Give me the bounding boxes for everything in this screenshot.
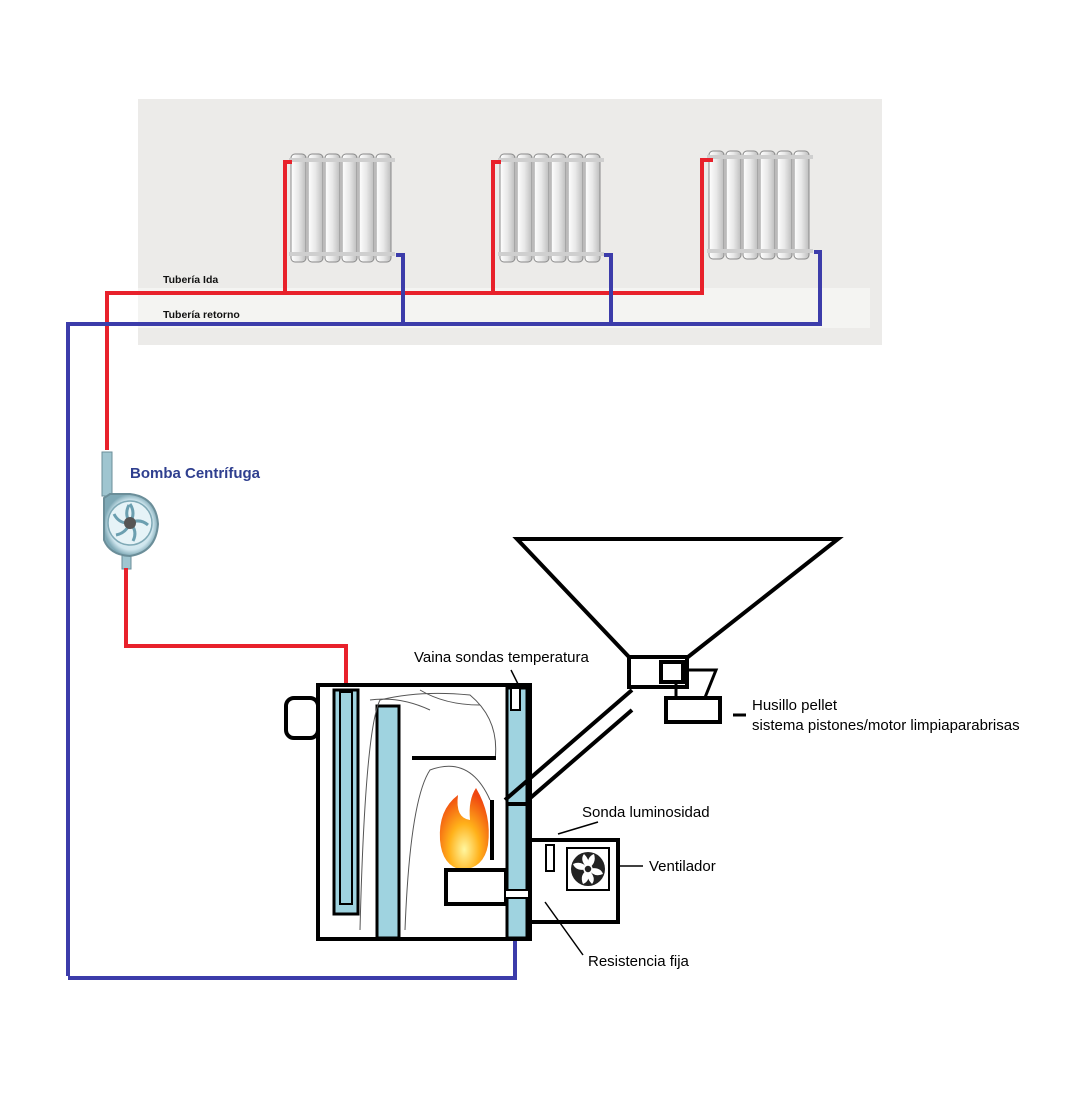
boiler-return-pipe: [68, 925, 517, 980]
radiator-fin: [375, 153, 392, 263]
radiator-manifold-bottom: [707, 249, 813, 253]
pump-to-boiler-supply-pipe: [124, 568, 348, 690]
radiator-manifold-top: [707, 155, 813, 159]
supply-riser-2: [491, 160, 501, 293]
radiator-icon: [707, 150, 813, 260]
pump-label: Bomba Centrífuga: [130, 465, 261, 482]
house-heating-panel: Tubería Ida Tubería retorno: [66, 99, 882, 976]
radiator-icon: [498, 153, 604, 263]
radiator-fin: [533, 153, 550, 263]
radiator-manifold-top: [289, 158, 395, 162]
radiator-fin: [324, 153, 341, 263]
water-jacket-middle: [375, 704, 401, 940]
radiator-manifold-bottom: [498, 252, 604, 256]
supply-pipe-label: Tubería Ida: [163, 274, 218, 286]
fan-label: Ventilador: [649, 858, 716, 875]
radiator-fin: [584, 153, 601, 263]
wiper-motor: [664, 696, 722, 724]
supply-riser-1: [283, 160, 292, 293]
light-sensor-leader-line: [557, 821, 599, 835]
radiator-manifold-top: [498, 158, 604, 162]
radiator-fin: [708, 150, 725, 260]
radiator-fin: [550, 153, 567, 263]
fan-icon: [566, 847, 610, 891]
heater-label: Resistencia fija: [588, 953, 690, 970]
return-riser-1: [396, 253, 405, 324]
radiator-fin: [776, 150, 793, 260]
return-pipe-label: Tubería retorno: [163, 309, 240, 321]
smoke-path-sketch: [359, 689, 497, 931]
flame-icon: [439, 788, 489, 870]
heater-leader-line: [544, 901, 584, 956]
radiator-fin: [759, 150, 776, 260]
boiler-side-door: [284, 696, 320, 740]
auger-label-line1: Husillo pellet: [752, 697, 838, 714]
radiator-fin: [499, 153, 516, 263]
temperature-probe-sheath: [510, 687, 521, 711]
hopper-icon: [512, 537, 844, 724]
light-sensor: [545, 844, 555, 872]
burner-pot: [444, 868, 508, 906]
radiator-fin: [742, 150, 759, 260]
boiler: [284, 669, 634, 941]
supply-pipe-main: [105, 158, 713, 450]
return-pipe-main: [66, 250, 822, 976]
radiator-fin: [516, 153, 533, 263]
radiator-fin: [793, 150, 810, 260]
light-sensor-label: Sonda luminosidad: [582, 804, 710, 821]
radiator-fin: [341, 153, 358, 263]
radiator-fin: [725, 150, 742, 260]
probe-sheath-label: Vaina sondas temperatura: [414, 649, 589, 666]
pellet-feed-chute: [503, 688, 634, 802]
radiator-fin: [290, 153, 307, 263]
water-jacket-right: [505, 686, 529, 940]
radiator-fin: [358, 153, 375, 263]
radiator-fin: [567, 153, 584, 263]
radiator-icon: [289, 153, 395, 263]
return-riser-2: [604, 253, 613, 324]
auger-label-line2: sistema pistones/motor limpiaparabrisas: [752, 717, 1020, 734]
radiator-fin: [307, 153, 324, 263]
radiator-manifold-bottom: [289, 252, 395, 256]
